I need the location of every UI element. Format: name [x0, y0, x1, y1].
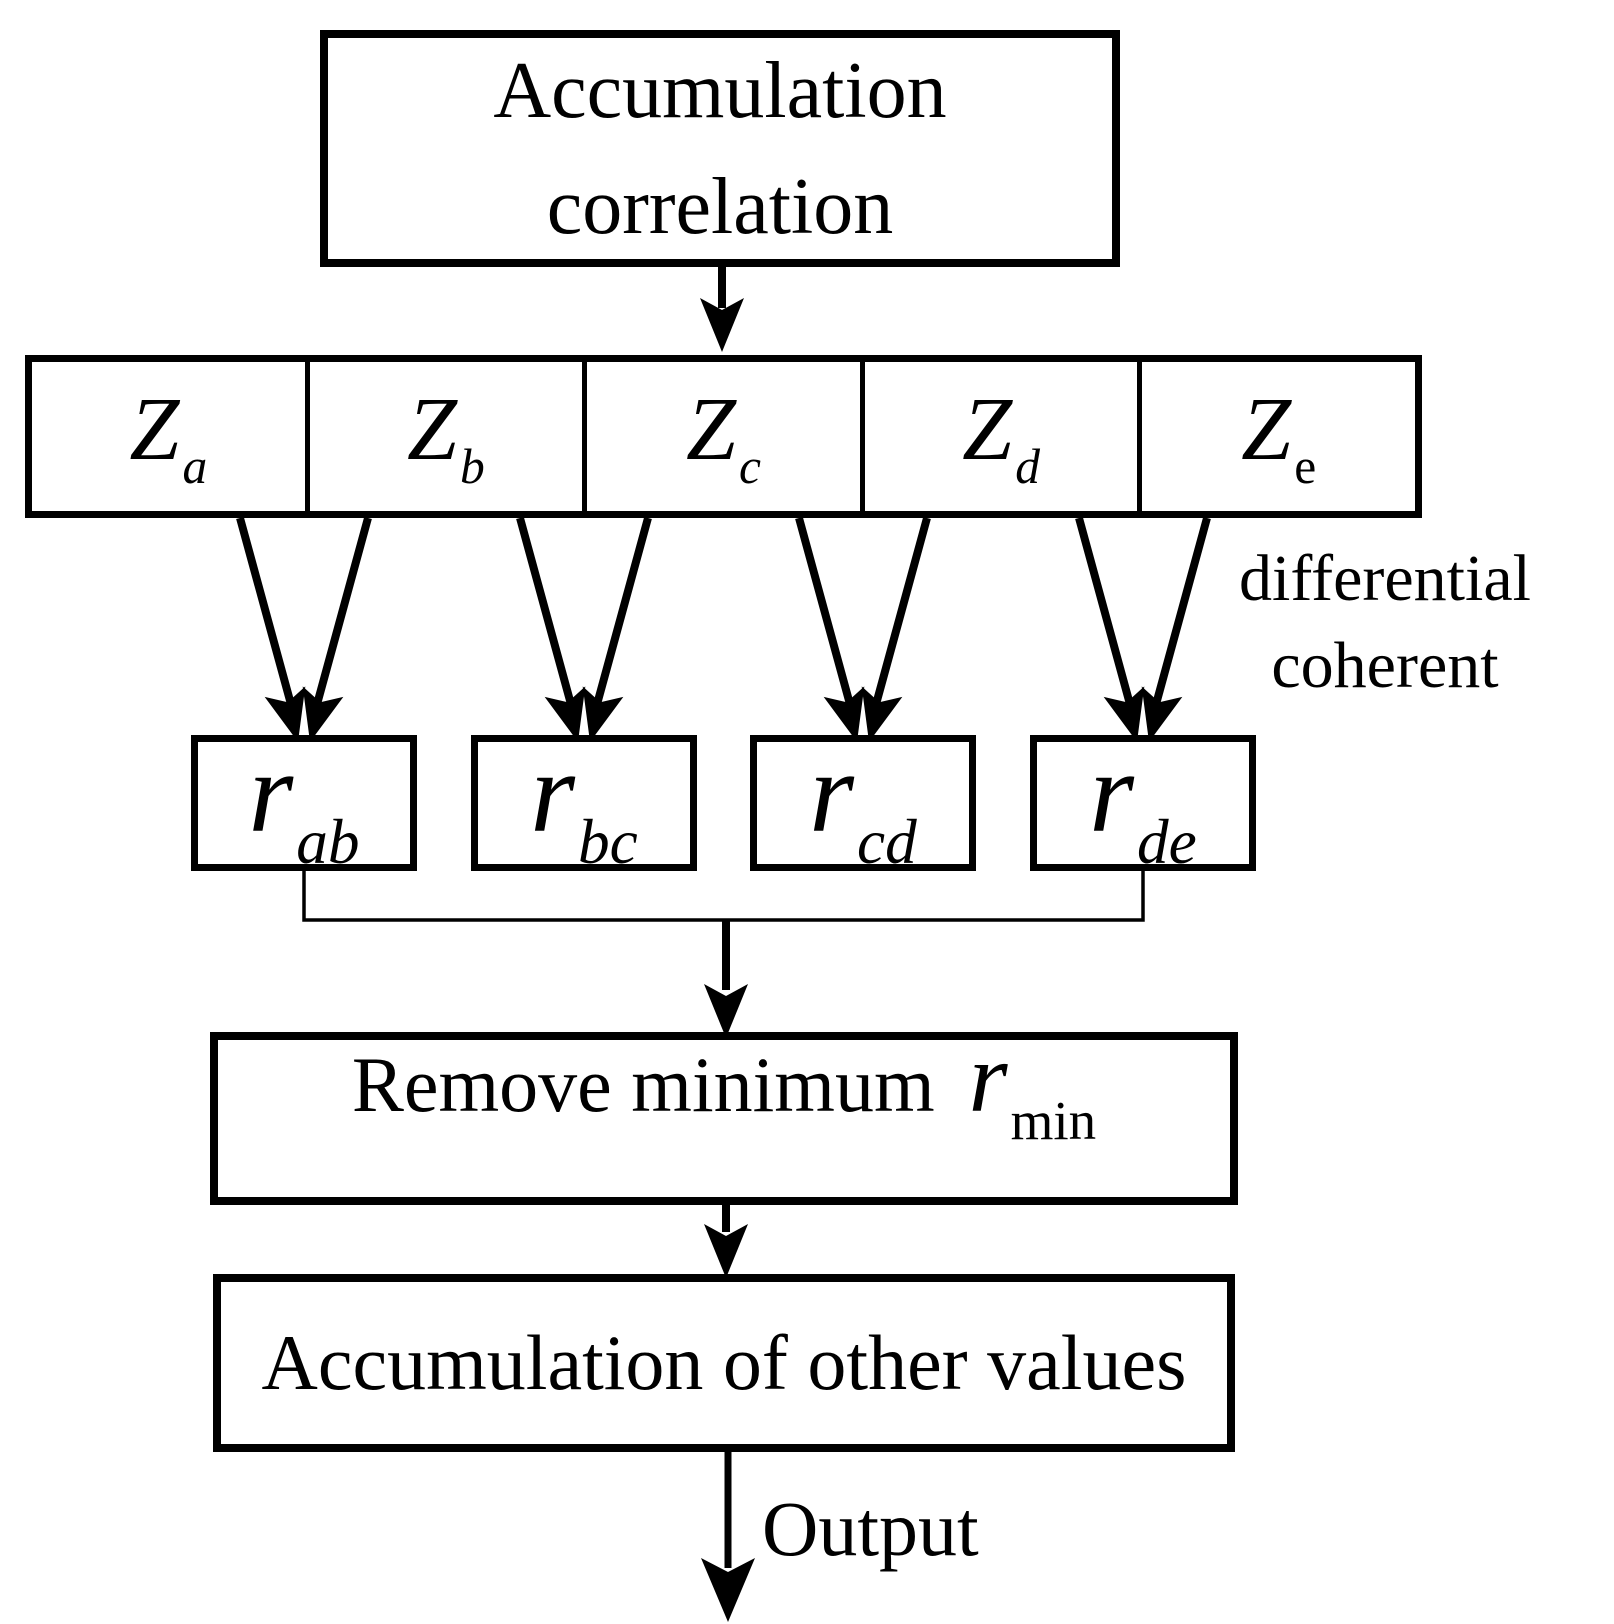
- z-cell-d: Zd: [859, 362, 1138, 511]
- differential-coherent-label: differential coherent: [1160, 535, 1610, 709]
- differential-coherent-line1: differential: [1239, 542, 1531, 615]
- node-r-de-label: rde: [1089, 729, 1197, 877]
- node-r-bc-label: rbc: [530, 729, 638, 877]
- z-cell-e: Ze: [1137, 362, 1415, 511]
- z-cell-d-label: Zd: [962, 379, 1040, 495]
- node-remove-minimum-text: Remove minimum: [351, 1041, 935, 1128]
- arrow-zb-zc-to-rbc-icon: [516, 516, 652, 742]
- arrow-zc-zd-to-rcd-icon: [795, 516, 931, 742]
- differential-coherent-line2: coherent: [1271, 629, 1499, 703]
- r-min-symbol: rmin: [968, 1022, 1097, 1151]
- merge-connector-line: [302, 871, 1145, 922]
- node-r-de: rde: [1030, 729, 1256, 877]
- node-accumulation-correlation-line2: correlation: [546, 162, 894, 251]
- arrow-za-zb-to-rab-icon: [236, 516, 372, 742]
- output-label: Output: [762, 1485, 979, 1572]
- arrow-top-to-zrow-icon: [700, 267, 744, 352]
- node-r-bc: rbc: [471, 729, 697, 877]
- node-r-ab: rab: [191, 729, 417, 877]
- node-accumulation-other-values-text: Accumulation of other values: [261, 1319, 1187, 1406]
- z-cell-e-label: Ze: [1241, 379, 1317, 495]
- z-cell-a-label: Za: [129, 379, 208, 495]
- z-cell-a: Za: [32, 362, 305, 511]
- arrow-merge-to-remove-icon: [704, 920, 748, 1038]
- node-r-ab-label: rab: [248, 729, 360, 877]
- node-accumulation-other-values: Accumulation of other values: [213, 1274, 1235, 1452]
- z-cell-c-label: Zc: [685, 379, 761, 495]
- node-remove-minimum: Remove minimum rmin: [210, 1022, 1238, 1205]
- node-r-cd: rcd: [750, 729, 976, 877]
- z-cell-b-label: Zb: [406, 379, 485, 495]
- z-cell-b: Zb: [304, 362, 583, 511]
- node-accumulation-correlation: Accumulation correlation: [320, 30, 1120, 267]
- node-r-cd-label: rcd: [809, 729, 917, 877]
- arrow-remove-to-accum-icon: [704, 1205, 748, 1278]
- z-cell-c: Zc: [582, 362, 860, 511]
- arrow-output-icon: [701, 1452, 755, 1622]
- z-register-row: Za Zb Zc Zd Ze: [25, 355, 1422, 518]
- node-accumulation-correlation-line1: Accumulation: [493, 46, 947, 135]
